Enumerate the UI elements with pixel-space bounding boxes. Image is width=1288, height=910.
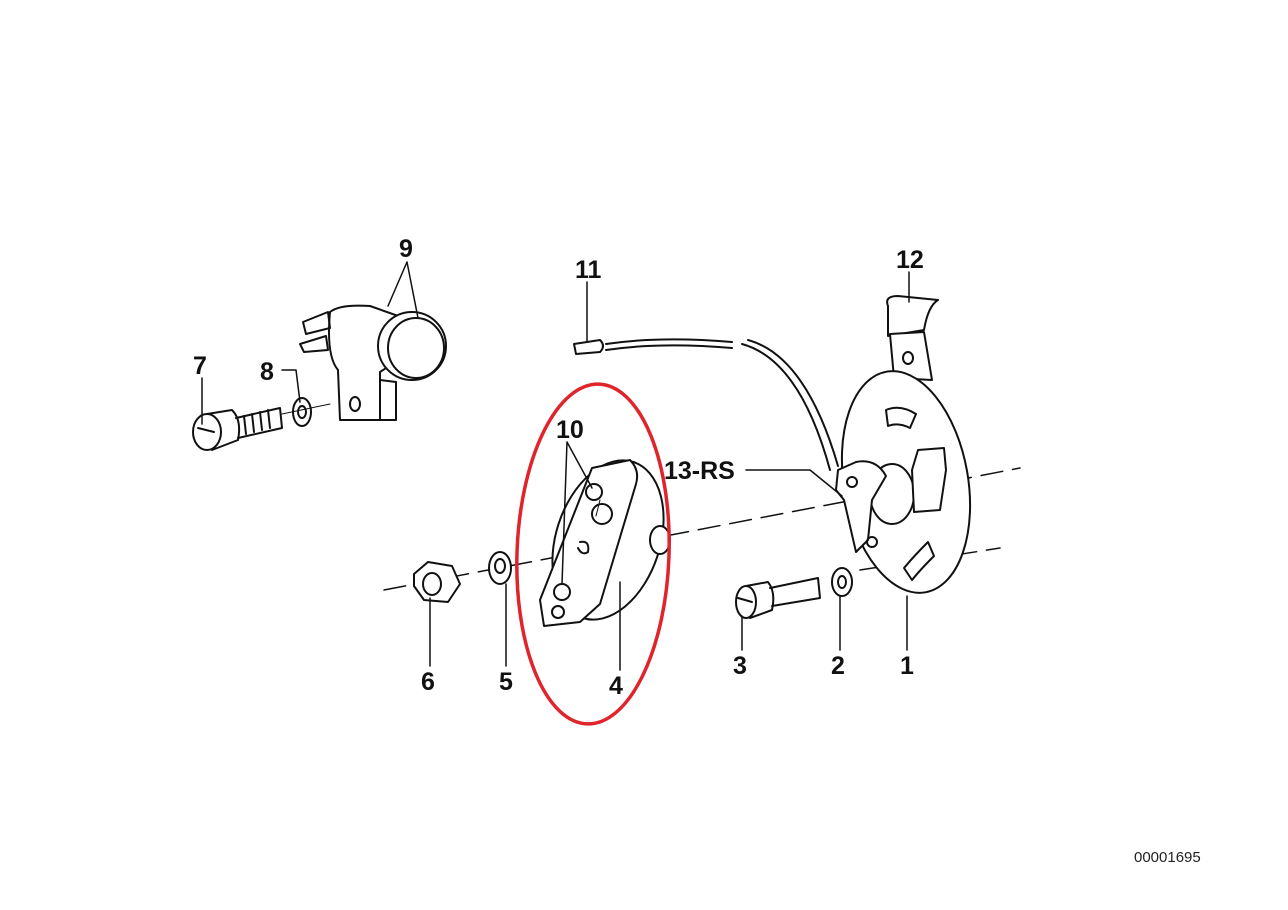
callout-9[interactable]: 9: [399, 235, 413, 263]
callout-13-rs[interactable]: 13-RS: [664, 457, 735, 485]
housing-part-9[interactable]: [299, 304, 447, 421]
callout-4[interactable]: 4: [609, 672, 623, 700]
callout-12[interactable]: 12: [896, 246, 924, 274]
base-plate-part-1[interactable]: [825, 361, 986, 603]
washer-part-5[interactable]: [488, 551, 512, 585]
highlight-ellipse: [515, 382, 671, 726]
callout-11[interactable]: 11: [575, 256, 602, 284]
callout-1[interactable]: 1: [900, 652, 914, 680]
clip-part-12[interactable]: [886, 295, 939, 381]
callout-2[interactable]: 2: [831, 652, 845, 680]
callout-6[interactable]: 6: [421, 668, 435, 696]
advance-mechanism-part-4[interactable]: [533, 446, 683, 634]
wire-part-11[interactable]: [573, 338, 839, 471]
callout-7[interactable]: 7: [193, 352, 207, 380]
callout-3[interactable]: 3: [733, 652, 747, 680]
callout-10[interactable]: 10: [556, 416, 584, 444]
washer-part-2[interactable]: [831, 567, 853, 597]
washer-part-8[interactable]: [281, 397, 331, 427]
screw-part-3[interactable]: [735, 577, 821, 619]
callout-8[interactable]: 8: [260, 358, 274, 386]
nut-part-6[interactable]: [413, 561, 461, 603]
document-number: 00001695: [1134, 849, 1201, 866]
callout-5[interactable]: 5: [499, 668, 513, 696]
leader-lines: [201, 261, 910, 671]
bolt-part-7[interactable]: [192, 407, 283, 451]
